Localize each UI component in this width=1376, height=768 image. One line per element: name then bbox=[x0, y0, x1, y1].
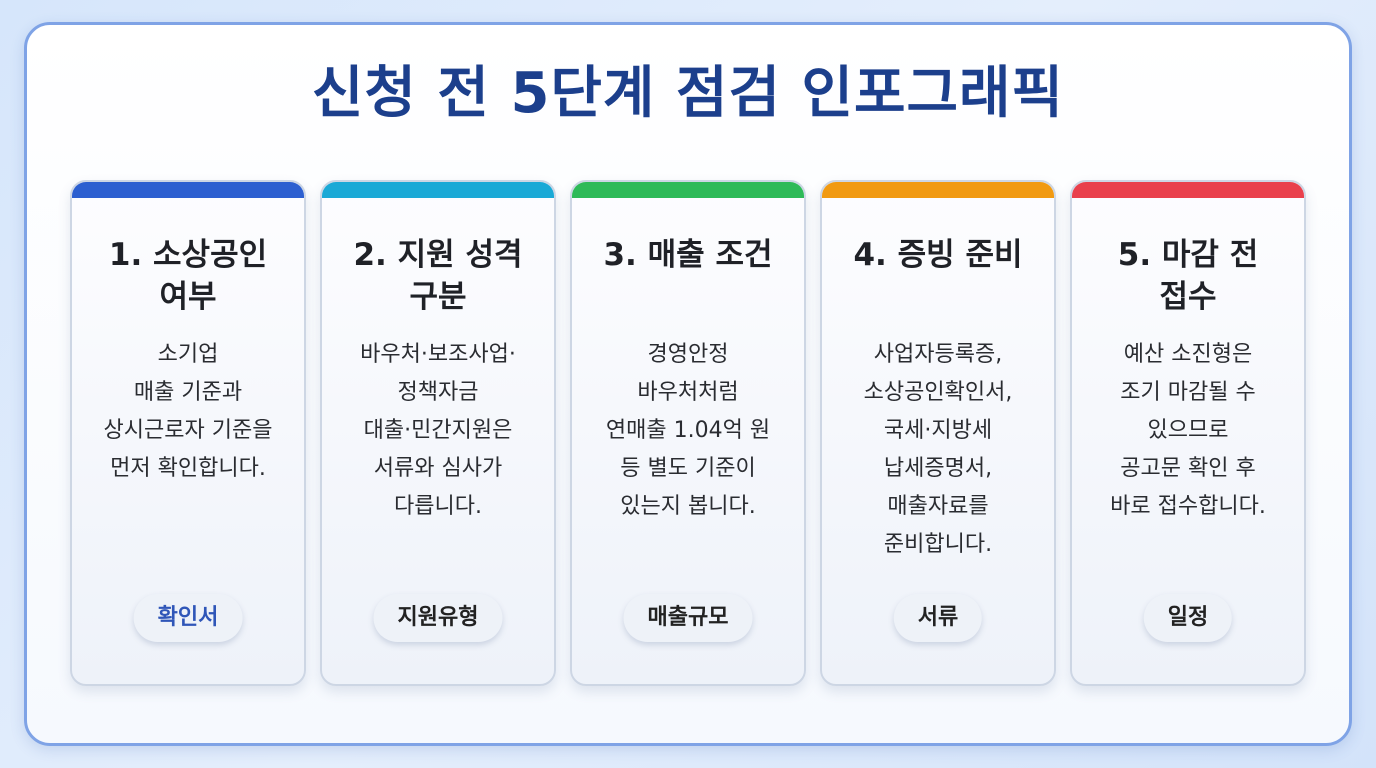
card-description-line: 소상공인확인서, bbox=[863, 380, 1013, 405]
card-description-line: 사업자등록증, bbox=[873, 342, 1003, 367]
card-description-line: 예산 소진형은 bbox=[1123, 342, 1253, 367]
card-description-line: 등 별도 기준이 bbox=[620, 456, 756, 481]
card-title-line: 4. 증빙 준비 bbox=[853, 237, 1023, 273]
card-description-line: 국세·지방세 bbox=[883, 418, 993, 443]
card-description-line: 매출 기준과 bbox=[133, 380, 243, 405]
card-badge: 서류 bbox=[893, 594, 983, 642]
card-description-line: 매출자료를 bbox=[887, 494, 989, 519]
card-description-line: 경영안정 bbox=[647, 342, 729, 367]
card-description-line: 있는지 봅니다. bbox=[620, 494, 756, 519]
card-badge: 일정 bbox=[1143, 594, 1233, 642]
card-color-bar bbox=[822, 182, 1054, 198]
card-description-line: 다릅니다. bbox=[394, 494, 482, 519]
card-description-line: 바우처·보조사업· bbox=[360, 342, 516, 367]
card-description-line: 바우처처럼 bbox=[637, 380, 739, 405]
card-color-bar bbox=[322, 182, 554, 198]
card-description-line: 정책자금 bbox=[397, 380, 479, 405]
card-description-line: 공고문 확인 후 bbox=[1120, 456, 1256, 481]
card-description-line: 있으므로 bbox=[1147, 418, 1229, 443]
card-description-line: 바로 접수합니다. bbox=[1110, 494, 1266, 519]
card-color-bar bbox=[72, 182, 304, 198]
card-description-line: 상시근로자 기준을 bbox=[103, 418, 273, 443]
card-badge: 매출규모 bbox=[623, 594, 753, 642]
card-title-line: 접수 bbox=[1159, 279, 1217, 315]
card-description-line: 납세증명서, bbox=[883, 456, 993, 481]
card-title-line: 1. 소상공인 bbox=[108, 237, 268, 273]
card-description-line: 대출·민간지원은 bbox=[363, 418, 513, 443]
card-badge: 확인서 bbox=[133, 594, 243, 642]
page-title: 신청 전 5단계 점검 인포그래픽 bbox=[311, 61, 1065, 126]
card-title: 3. 매출 조건 bbox=[580, 234, 796, 276]
card-title-line: 3. 매출 조건 bbox=[603, 237, 773, 273]
card-title-line: 구분 bbox=[409, 279, 467, 315]
card-description-line: 소기업 bbox=[157, 342, 219, 367]
card-badge: 지원유형 bbox=[373, 594, 503, 642]
card-description-line: 서류와 심사가 bbox=[373, 456, 503, 481]
card-title-line: 여부 bbox=[159, 279, 217, 315]
card-description-line: 조기 마감될 수 bbox=[1120, 380, 1256, 405]
card-title-line: 5. 마감 전 bbox=[1117, 237, 1259, 273]
card-color-bar bbox=[572, 182, 804, 198]
card-color-bar bbox=[1072, 182, 1304, 198]
card-description-line: 먼저 확인합니다. bbox=[110, 456, 266, 481]
card-description-line: 준비합니다. bbox=[883, 532, 993, 557]
card-title-line: 2. 지원 성격 bbox=[353, 237, 523, 273]
card-title: 4. 증빙 준비 bbox=[830, 234, 1046, 276]
card-description-line: 연매출 1.04억 원 bbox=[605, 418, 771, 443]
